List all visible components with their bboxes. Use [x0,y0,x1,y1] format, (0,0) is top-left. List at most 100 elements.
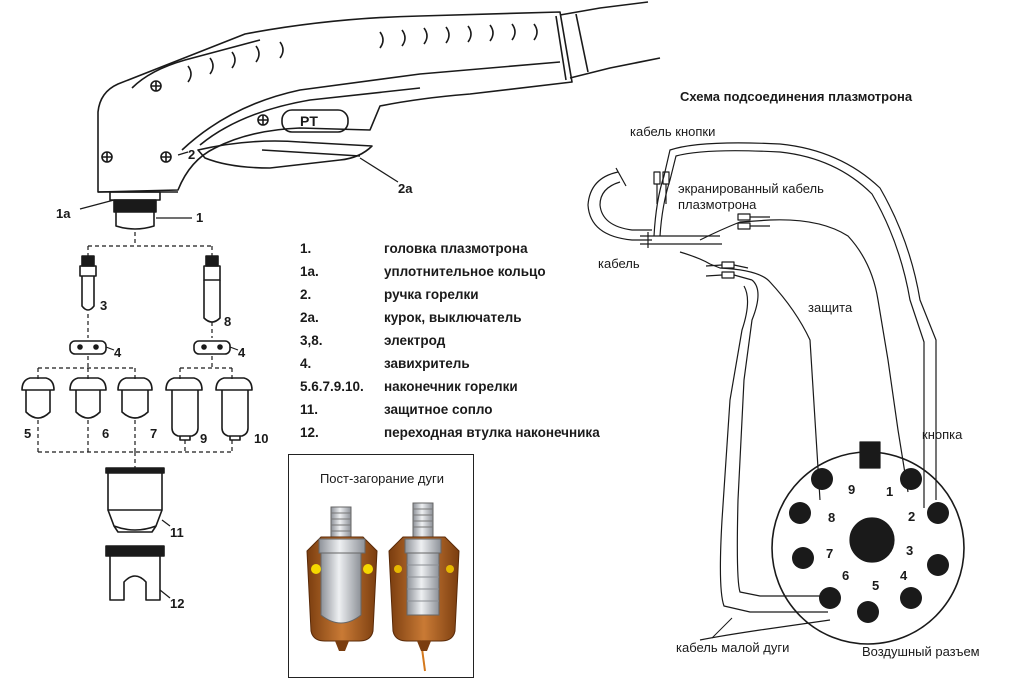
pin-label-9: 9 [848,482,856,497]
label-3: 3 [100,298,108,313]
label-shield: защита [808,300,853,315]
label-cable: кабель [598,256,640,271]
label-air-connector: Воздушный разъем [862,644,980,659]
post-arc-photo-panel: Пост-загорание дуги [288,454,474,678]
photo-panel-title: Пост-загорание дуги [319,471,445,486]
post-arc-illustration [306,502,460,672]
label-1a: 1a [56,206,71,221]
legend-row: 1. головка плазмотрона [300,241,645,264]
torch-cable-bottom [569,57,661,79]
pin-label-4: 4 [900,568,908,583]
connector-key [859,441,881,469]
legend-text: наконечник горелки [384,379,518,394]
pin-label-8: 8 [828,510,836,525]
tip-5 [21,377,55,419]
tip-adapter [105,545,171,601]
tip-10 [215,377,253,441]
tip-9 [165,377,203,441]
legend-key: 3,8. [300,333,323,348]
shield-cup [105,467,171,533]
torch-handle-body [97,11,573,193]
handle-mark-text: PT [300,113,318,129]
label-2a: 2a [398,181,413,196]
pin-label-6: 6 [842,568,850,583]
tip-7 [117,377,153,419]
legend-row: 11. защитное сопло [300,402,645,425]
assembly-lines [37,232,233,468]
tip-6 [69,377,107,419]
pin-label-1: 1 [886,484,894,499]
label-11: 11 [170,525,184,540]
label-12: 12 [170,596,185,611]
legend-row: 2а. курок, выключатель [300,310,645,333]
legend-key: 5.6.7.9.10. [300,379,364,394]
label-4-right: 4 [238,345,246,360]
label-9: 9 [200,431,208,446]
shielded-cable-wire [699,219,909,493]
legend-row: 2. ручка горелки [300,287,645,310]
leader-2a [359,157,399,183]
label-7: 7 [150,426,158,441]
legend-row: 12.переходная втулка наконечника [300,425,645,448]
legend-key: 2. [300,287,312,302]
legend-text: защитное сопло [384,402,493,417]
legend-row: 5.6.7.9.10. наконечник горелки [300,379,645,402]
swirl-ring-left [69,340,115,355]
label-button-cable: кабель кнопки [630,124,716,139]
label-6: 6 [102,426,110,441]
hose-loop [587,171,652,241]
swirl-ring-right [193,340,239,355]
pin-label-2: 2 [908,509,916,524]
legend-text: головка плазмотрона [384,241,528,256]
cable-harness [640,235,722,245]
sealing-ring [113,199,157,213]
shield-connector [705,261,753,281]
label-4-left: 4 [114,345,122,360]
label-5: 5 [24,426,32,441]
pilot-arc-wire [736,279,836,597]
legend-text: электрод [384,333,446,348]
legend-text: уплотнительное кольцо [384,264,546,279]
torch-cable-top [559,1,649,16]
label-shielded-cable-1: экранированный кабель [678,181,824,196]
legend-key: 2а. [300,310,319,325]
legend-key: 1а. [300,264,319,279]
torch-cable-collar [555,15,567,81]
shielded-cable-connector [737,213,770,230]
legend-key: 1. [300,241,312,256]
label-pilot-arc-cable: кабель малой дуги [676,640,790,655]
electrode-assembly-left [306,506,378,651]
pin-label-7: 7 [826,546,834,561]
legend-key: 12. [300,425,319,440]
shield-wire [679,251,821,501]
wiring-title: Схема подсоединения плазмотрона [680,89,913,104]
leader-1a [79,199,115,210]
trigger [197,140,373,169]
label-button: кнопка [922,427,963,442]
legend-text: завихритель [384,356,470,371]
label-8: 8 [224,314,232,329]
legend-text: ручка горелки [384,287,479,302]
label-1: 1 [196,210,204,225]
screw-icon [101,80,269,163]
label-2: 2 [188,147,196,162]
connector-center-pin [849,517,895,563]
pin-label-5: 5 [872,578,880,593]
legend-text: курок, выключатель [384,310,522,325]
legend-row: 1а. уплотнительное кольцо [300,264,645,287]
handle-label-plate [281,109,349,133]
grip-ridges [187,23,538,83]
torch-head-tip [115,212,155,230]
leader-2 [177,151,189,156]
button-cable-connector [653,171,670,204]
label-10: 10 [254,431,269,446]
electrode-right [203,255,221,323]
electrode-left [79,255,97,311]
legend-key: 4. [300,356,312,371]
parts-legend: 1. головка плазмотрона 1а. уплотнительное к… [300,241,645,448]
connector-pins [789,468,949,623]
legend-key: 11. [300,402,319,417]
